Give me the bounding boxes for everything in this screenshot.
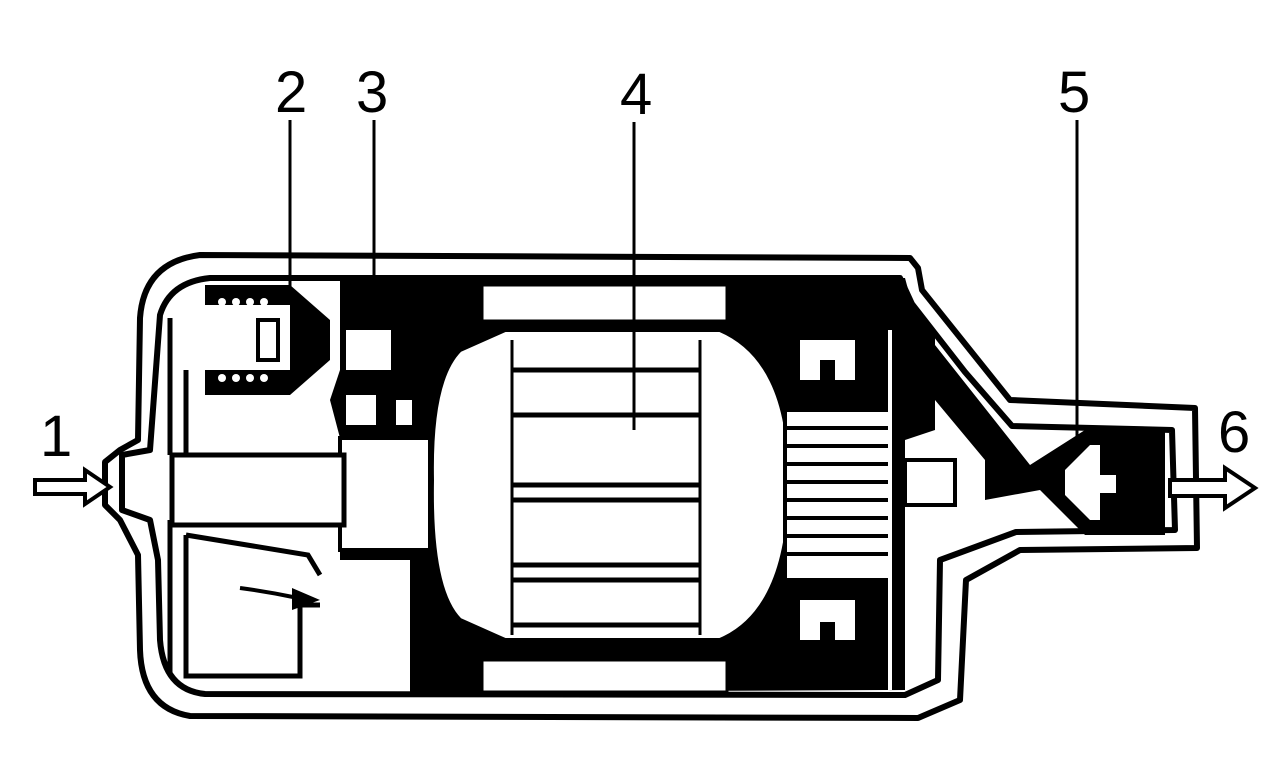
non-return-valve (935, 345, 1165, 535)
callout-3: 3 (356, 60, 389, 125)
inlet-shaft (169, 452, 347, 528)
callout-4: 4 (620, 62, 653, 127)
callout-5: 5 (1058, 60, 1091, 125)
outer-housing (102, 252, 1200, 721)
pressure-relief-valve (205, 285, 330, 395)
callout-2: 2 (275, 60, 308, 125)
motor-block (330, 278, 957, 694)
callout-1: 1 (40, 404, 73, 469)
leader-lines (288, 120, 1079, 440)
flow-arrow-icon (239, 586, 320, 610)
inlet-arrow-icon (33, 466, 114, 508)
callout-6: 6 (1218, 400, 1251, 465)
outlet-arrow-icon (1168, 464, 1259, 512)
inner-wall (167, 318, 323, 679)
